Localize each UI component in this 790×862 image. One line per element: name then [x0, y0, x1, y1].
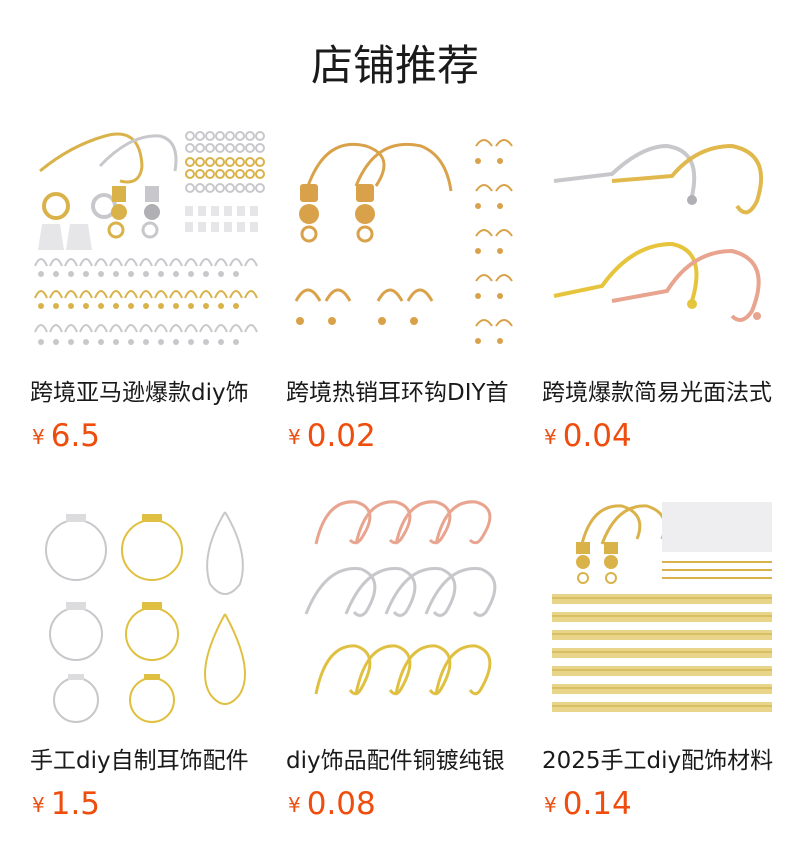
copper-earhook-image[interactable] — [286, 494, 526, 730]
price-value: 0.04 — [562, 418, 632, 454]
price-value: 6.5 — [50, 418, 101, 454]
currency-symbol: ¥ — [32, 425, 45, 449]
currency-symbol: ¥ — [544, 793, 557, 817]
fishhook-earwire-image[interactable] — [286, 126, 526, 362]
section-title: 店铺推荐 — [310, 41, 479, 90]
product-price: ¥1.5 — [32, 786, 100, 822]
price-value: 0.14 — [562, 786, 632, 822]
price-value: 1.5 — [50, 786, 101, 822]
product-price: ¥0.08 — [288, 786, 376, 822]
currency-symbol: ¥ — [544, 425, 557, 449]
product-card[interactable]: 手工diy自制耳饰配件 ¥1.5 — [30, 494, 270, 824]
product-card[interactable]: 跨境爆款简易光面法式 ¥0.04 — [542, 126, 782, 456]
product-card[interactable]: 跨境亚马逊爆款diy饰 ¥6.5 — [30, 126, 270, 456]
product-price: ¥0.04 — [544, 418, 632, 454]
hoop-charm-image[interactable] — [30, 494, 270, 730]
earring-findings-kit-image[interactable] — [30, 126, 270, 362]
product-name[interactable]: 跨境爆款简易光面法式 — [542, 380, 772, 406]
product-card[interactable]: 2025手工diy配饰材料 ¥0.14 — [542, 494, 782, 824]
price-value: 0.02 — [306, 418, 376, 454]
product-name[interactable]: 跨境热销耳环钩DIY首 — [286, 380, 509, 406]
french-earwire-image[interactable] — [542, 126, 782, 362]
product-card[interactable]: 跨境热销耳环钩DIY首 ¥0.02 — [286, 126, 526, 456]
product-price: ¥0.14 — [544, 786, 632, 822]
product-card[interactable]: diy饰品配件铜镀纯银 ¥0.08 — [286, 494, 526, 824]
earwire-bulk-set-image[interactable] — [542, 494, 782, 730]
product-price: ¥0.02 — [288, 418, 376, 454]
product-name[interactable]: diy饰品配件铜镀纯银 — [286, 748, 505, 774]
currency-symbol: ¥ — [32, 793, 45, 817]
product-name[interactable]: 手工diy自制耳饰配件 — [30, 748, 249, 774]
currency-symbol: ¥ — [288, 793, 301, 817]
product-price: ¥6.5 — [32, 418, 100, 454]
price-value: 0.08 — [306, 786, 376, 822]
product-name[interactable]: 2025手工diy配饰材料 — [542, 748, 774, 774]
product-name[interactable]: 跨境亚马逊爆款diy饰 — [30, 380, 249, 406]
currency-symbol: ¥ — [288, 425, 301, 449]
